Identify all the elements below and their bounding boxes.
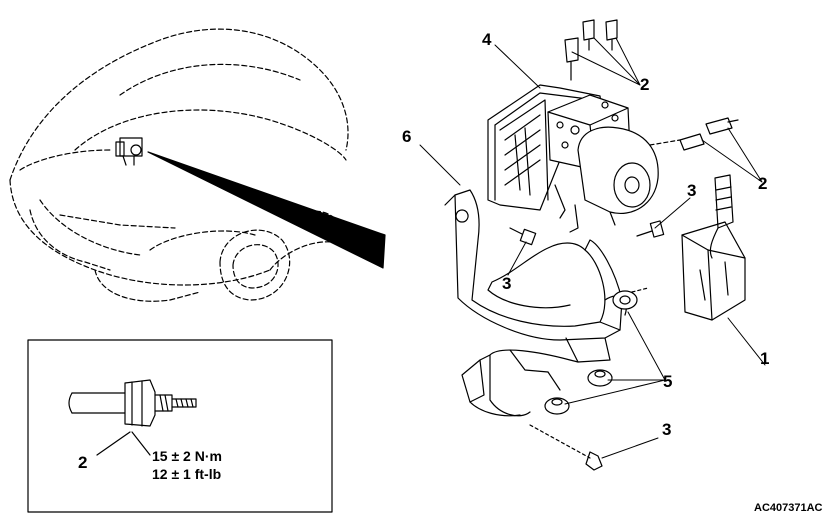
callout-4: 4 (482, 30, 492, 49)
inset-frame (27, 339, 333, 513)
callout-1: 1 (760, 349, 770, 368)
mounting-bolts (509, 220, 665, 471)
callout-2-inset: 2 (78, 453, 88, 472)
wiring-connector (681, 174, 746, 321)
fitting-detail (68, 379, 197, 456)
detail-pointer-wedge (147, 151, 386, 269)
callout-3-right: 3 (687, 181, 697, 200)
rubber-insulators (544, 287, 649, 415)
abs-hydraulic-unit (487, 84, 659, 233)
abs-location-marker (115, 137, 143, 166)
torque-imperial: 12 ± 1 ft-lb (152, 466, 222, 482)
callout-2-right: 2 (758, 174, 768, 193)
callout-5: 5 (663, 372, 673, 391)
torque-metric: 15 ± 2 N·m (152, 448, 222, 464)
bracket (444, 189, 627, 417)
callout-6: 6 (402, 127, 412, 146)
brake-line-fittings (564, 19, 739, 151)
callout-2-top: 2 (640, 75, 650, 94)
figure-code: AC407371AC (754, 502, 823, 514)
callout-3-bottom: 3 (662, 420, 672, 439)
callout-leaders (419, 37, 766, 459)
vehicle-outline (9, 28, 349, 302)
callout-3-left: 3 (502, 274, 512, 293)
